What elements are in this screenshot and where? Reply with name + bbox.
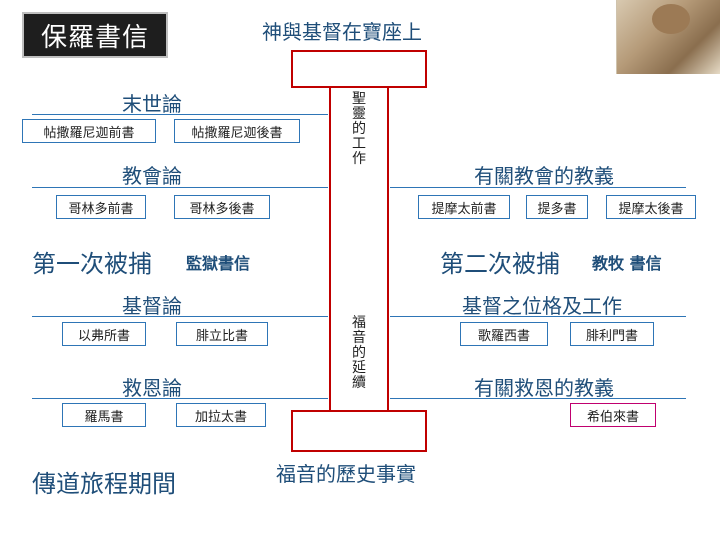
salvation-teaching-heading: 有關救恩的教義 [474, 376, 614, 400]
book-philemon: 腓利門書 [570, 322, 654, 346]
soteriology-heading: 救恩論 [122, 376, 182, 400]
church-teaching-heading: 有關教會的教義 [474, 164, 614, 188]
ecclesiology-heading: 教會論 [122, 164, 182, 188]
book-hebrews: 希伯來書 [570, 403, 656, 427]
book-ephesians: 以弗所書 [62, 322, 146, 346]
book-1-timothy: 提摩太前書 [418, 195, 510, 219]
christology-heading: 基督論 [122, 294, 182, 318]
book-colossians: 歌羅西書 [460, 322, 548, 346]
missionary-journey-label: 傳道旅程期間 [32, 470, 176, 498]
christology-line [32, 316, 328, 317]
top-caption: 神與基督在寶座上 [262, 20, 422, 44]
book-titus: 提多書 [526, 195, 588, 219]
book-2-timothy: 提摩太後書 [606, 195, 696, 219]
book-galatians: 加拉太書 [176, 403, 266, 427]
first-arrest-heading: 第一次被捕 [32, 250, 152, 278]
church-teaching-line [390, 187, 686, 188]
pillar-shaft [329, 86, 389, 412]
pastoral-epistles-label: 教牧 書信 [592, 254, 662, 273]
book-philippians: 腓立比書 [176, 322, 268, 346]
bottom-caption: 福音的歷史事實 [276, 462, 416, 486]
eschatology-heading: 末世論 [122, 92, 182, 116]
person-work-line [390, 316, 686, 317]
portrait-head-shape [652, 4, 690, 34]
salvation-teaching-line [390, 398, 686, 399]
eschatology-line [32, 114, 328, 115]
page-title: 保羅書信 [22, 12, 168, 58]
pillar-lower-text: 福音的延續 [352, 315, 366, 391]
book-1-thessalonians: 帖撒羅尼迦前書 [22, 119, 156, 143]
book-romans: 羅馬書 [62, 403, 146, 427]
soteriology-line [32, 398, 328, 399]
book-1-corinthians: 哥林多前書 [56, 195, 146, 219]
pillar-base [291, 410, 427, 452]
ecclesiology-line [32, 187, 328, 188]
second-arrest-heading: 第二次被捕 [440, 250, 560, 278]
prison-epistles-label: 監獄書信 [186, 254, 251, 273]
book-2-corinthians: 哥林多後書 [174, 195, 270, 219]
person-work-heading: 基督之位格及工作 [462, 294, 622, 318]
book-2-thessalonians: 帖撒羅尼迦後書 [174, 119, 300, 143]
pillar-capital [291, 50, 427, 88]
pillar-upper-text: 聖靈的工作 [352, 91, 366, 167]
